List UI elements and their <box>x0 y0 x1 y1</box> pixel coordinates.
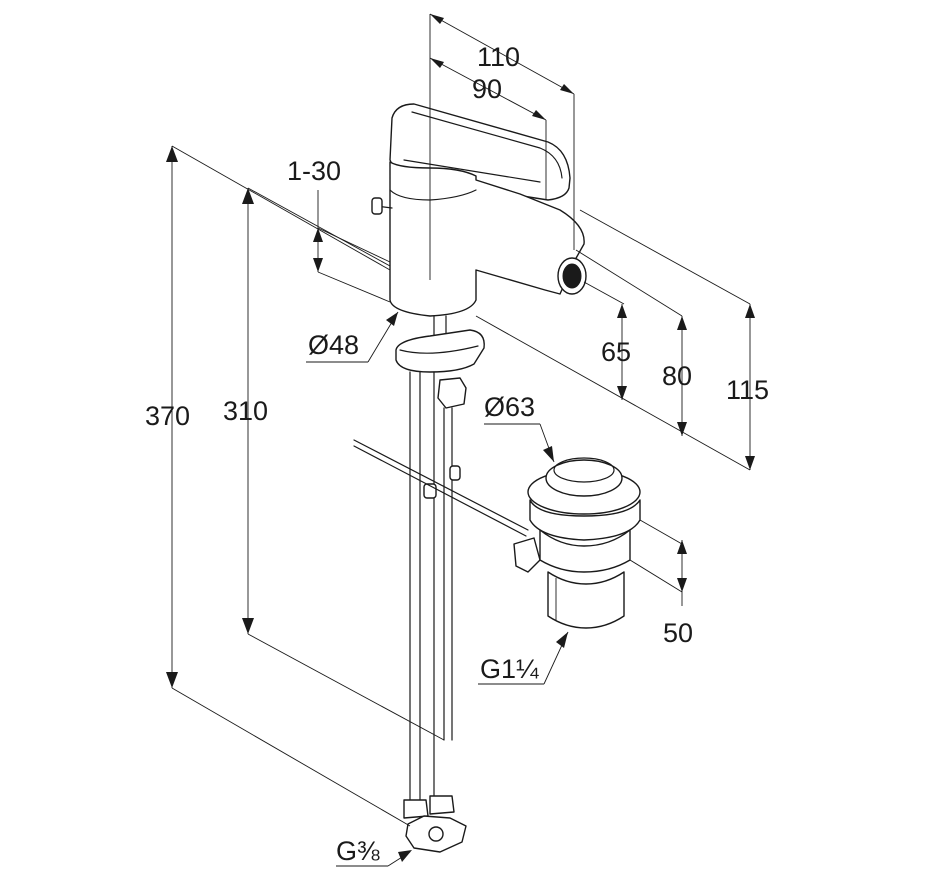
dim-110-label: 110 <box>477 42 521 72</box>
mounting-assembly <box>395 315 485 853</box>
dim-diameter-63-label: Ø63 <box>484 392 536 422</box>
dim-310-label: 310 <box>223 396 269 426</box>
pop-up-waste <box>527 457 641 629</box>
dim-80-label: 80 <box>662 361 693 391</box>
dim-1-30-label: 1-30 <box>287 156 342 186</box>
dim-diameter-48-label: Ø48 <box>308 330 360 360</box>
dim-115-label: 115 <box>726 375 770 405</box>
thread-g3-8-label: G⅜ <box>336 836 380 866</box>
faucet-body <box>371 14 587 317</box>
dim-65-label: 65 <box>601 337 632 367</box>
dim-50-label: 50 <box>663 618 694 648</box>
dimension-lines <box>166 13 755 867</box>
pop-up-rod <box>353 439 541 573</box>
thread-g1-1-4-label: G1¼ <box>480 654 539 684</box>
dim-370-label: 370 <box>145 401 191 431</box>
dim-90-label: 90 <box>472 74 503 104</box>
